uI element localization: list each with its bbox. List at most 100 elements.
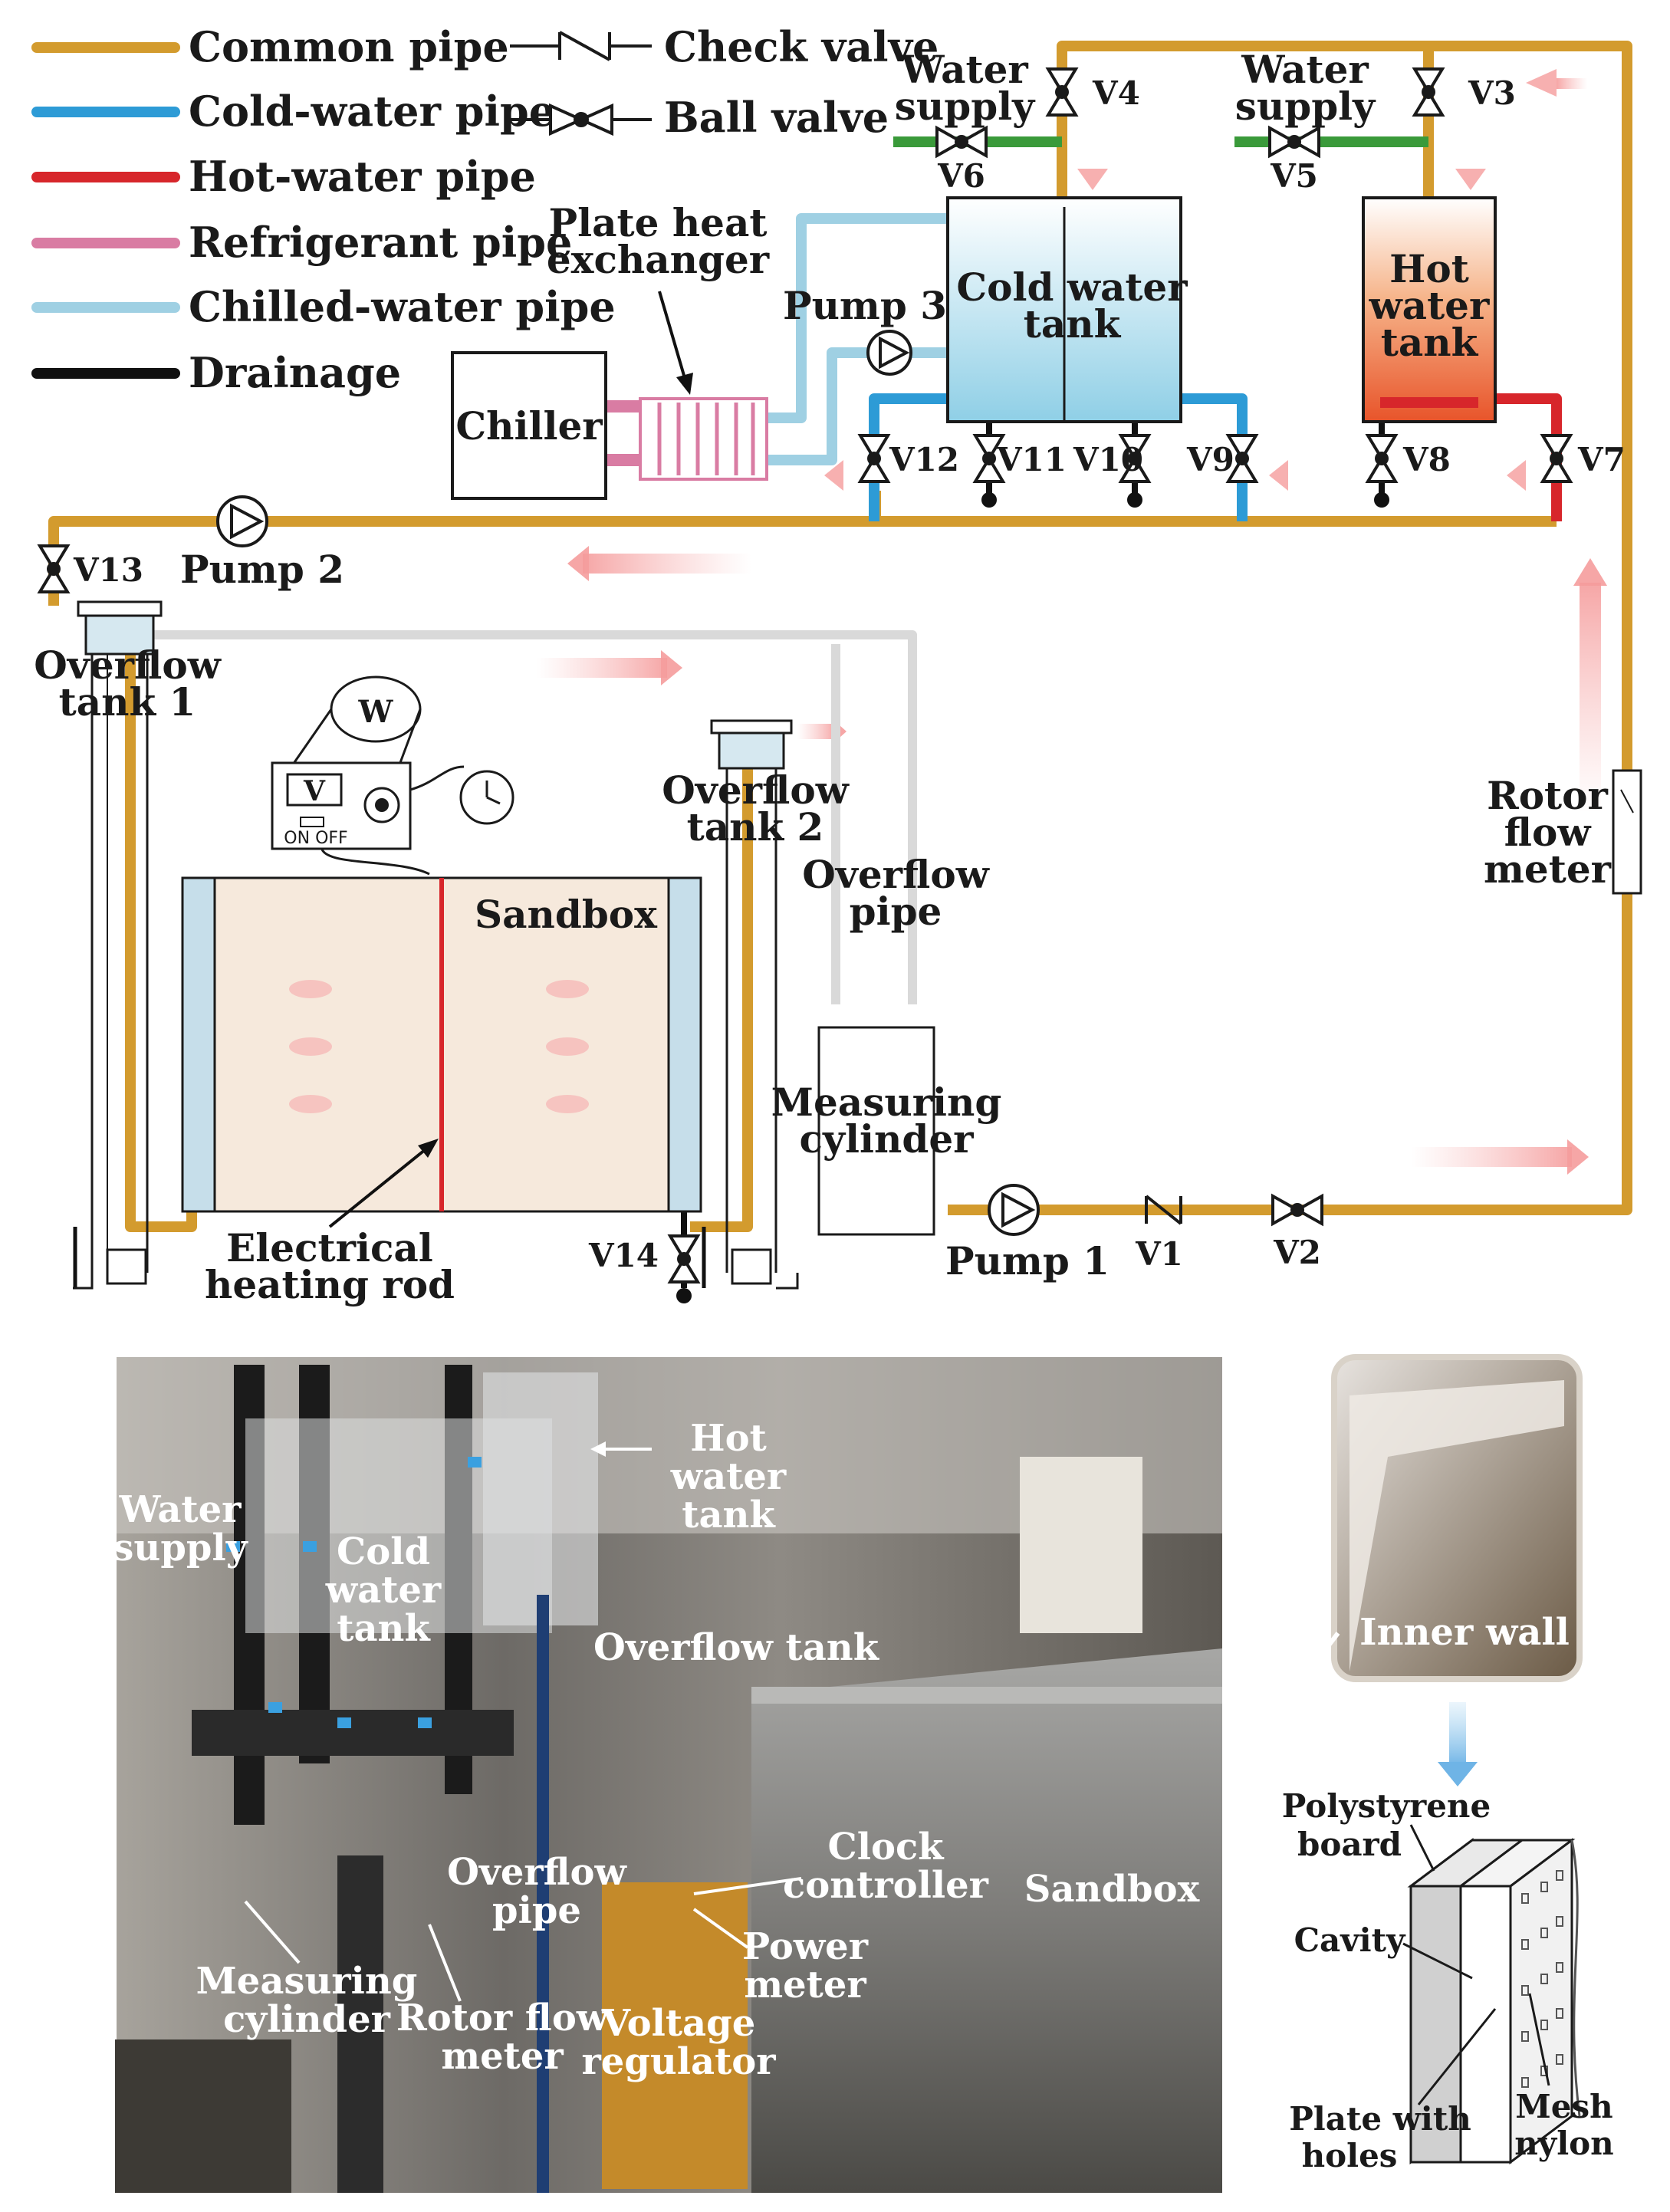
cold-tank-label-2: tank bbox=[1024, 301, 1122, 347]
plate-holes-label-2: holes bbox=[1302, 2137, 1398, 2174]
plate-holes-label-1: Plate with bbox=[1289, 2100, 1471, 2138]
ball-valve-v12-icon bbox=[857, 434, 891, 483]
overflow-pipe-label-2: pipe bbox=[850, 889, 942, 934]
photo-label-cold-tank-1: Cold bbox=[337, 1530, 430, 1573]
measuring-cylinder-label-2: cylinder bbox=[800, 1116, 975, 1162]
valve-v2-label: V2 bbox=[1273, 1234, 1321, 1271]
photo-hot-tank bbox=[483, 1372, 598, 1625]
photo-sandbox bbox=[751, 1648, 1222, 2193]
lab-photo: Water supply Hot water tank Cold water t… bbox=[113, 1357, 1222, 2193]
inner-wall-inset: Inner wall Polystyrene board Cavity Plat… bbox=[1225, 1354, 1614, 2174]
rotor-meter-label-2: flow bbox=[1504, 810, 1593, 855]
overflow-pipe-label-1: Overflow bbox=[802, 852, 990, 897]
pump1: Pump 1 bbox=[945, 1184, 1109, 1283]
valve-v9-label: V9 bbox=[1186, 441, 1234, 478]
overflow-pipe-line bbox=[146, 630, 917, 1004]
pump2: Pump 2 bbox=[180, 495, 344, 592]
valve-v7-label: V7 bbox=[1577, 441, 1626, 478]
photo-label-sandbox: Sandbox bbox=[1024, 1868, 1200, 1911]
pump1-label: Pump 1 bbox=[945, 1238, 1109, 1283]
flow-arrows bbox=[537, 69, 1607, 1175]
flow-arrow-down-icon bbox=[824, 460, 843, 491]
water-supply-1-label-2: supply bbox=[895, 84, 1036, 129]
legend-cold-label: Cold-water pipe bbox=[189, 87, 555, 136]
photo-label-overflow-pipe-2: pipe bbox=[492, 1889, 581, 1932]
photo-labels: Water supply Hot water tank Cold water t… bbox=[113, 1417, 1199, 2083]
hot-tank-label-2: water bbox=[1369, 283, 1490, 328]
photo-label-power-meter-2: meter bbox=[744, 1964, 866, 2007]
ball-valve-v2-icon bbox=[1271, 1193, 1323, 1227]
sandbox: Sandbox Electrical heating rod bbox=[181, 876, 702, 1307]
valve-v3-label: V3 bbox=[1468, 74, 1516, 112]
photo-label-voltage-2: regulator bbox=[581, 2040, 776, 2083]
photo-label-power-meter-1: Power bbox=[742, 1925, 869, 1968]
legend-drainage-label: Drainage bbox=[189, 348, 401, 397]
cold-tank-label-1: Cold water bbox=[956, 265, 1188, 310]
flow-arrow-down-icon bbox=[1269, 460, 1288, 491]
flow-arrow-overflow bbox=[537, 658, 667, 678]
ball-valve-icon bbox=[510, 103, 652, 136]
plate-heat-exchanger: Plate heat exchanger bbox=[547, 200, 770, 481]
ball-valve-v9-icon bbox=[1225, 434, 1259, 483]
water-supply-1-label-1: Water bbox=[900, 47, 1028, 92]
ball-valve-v7-icon bbox=[1540, 434, 1573, 483]
ball-valve-v6-icon bbox=[935, 125, 988, 159]
chiller: Chiller bbox=[451, 351, 607, 500]
photo-label-rotor-1: Rotor flow bbox=[396, 1997, 610, 2039]
valve-labels: V2 V3 V4 V5 V6 V7 V8 V9 V10 V11 V12 V13 … bbox=[73, 74, 1626, 1274]
photo-label-clock-2: controller bbox=[783, 1864, 989, 1907]
photo-wall-panel bbox=[1020, 1457, 1142, 1633]
refrigerant-pipe bbox=[606, 400, 640, 466]
legend-ball-valve-label: Ball valve bbox=[664, 93, 889, 142]
inner-wall-label: Inner wall bbox=[1359, 1611, 1570, 1654]
mesh-nylon-label-2: nylon bbox=[1514, 2125, 1613, 2162]
measuring-cylinder-label-1: Measuring bbox=[771, 1080, 1002, 1125]
ball-valve-v3-icon bbox=[1412, 67, 1445, 117]
valve-v4-label: V4 bbox=[1092, 74, 1140, 112]
legend-chilled-label: Chilled-water pipe bbox=[189, 282, 616, 331]
pump2-label: Pump 2 bbox=[180, 547, 344, 592]
hot-tank-label-3: tank bbox=[1381, 320, 1479, 365]
chilled-water-pipe-1 bbox=[767, 213, 948, 423]
pump3: Pump 3 bbox=[783, 283, 947, 376]
valve-v6-label: V6 bbox=[937, 157, 985, 195]
mesh-nylon-label-1: Mesh bbox=[1515, 2088, 1612, 2125]
photo-label-hot-tank-1: Hot bbox=[690, 1417, 767, 1460]
legend-common-label: Common pipe bbox=[189, 22, 509, 71]
valve-v14-label: V14 bbox=[588, 1237, 659, 1274]
photo-label-overflow-pipe-1: Overflow bbox=[447, 1851, 627, 1894]
rotor-meter-label-1: Rotor bbox=[1487, 773, 1608, 818]
photo-label-rotor-2: meter bbox=[441, 2035, 564, 2078]
photo-label-measuring-1: Measuring bbox=[196, 1960, 418, 2003]
photo-label-overflow-tank: Overflow tank bbox=[593, 1626, 880, 1669]
overflow-tank-2-label-2: tank 2 bbox=[687, 804, 824, 850]
down-arrow-icon bbox=[1449, 1702, 1466, 1763]
ball-valve-v4-icon bbox=[1045, 67, 1079, 117]
valve-v8-label: V8 bbox=[1402, 441, 1451, 478]
overflow-tank-2: Overflow tank 2 bbox=[662, 719, 850, 1290]
cavity bbox=[1459, 1885, 1512, 2164]
legend: Common pipe Cold-water pipe Hot-water pi… bbox=[31, 22, 939, 397]
overflow-tank-1-label-2: tank 1 bbox=[59, 679, 196, 725]
flow-arrow-down-icon bbox=[1077, 169, 1108, 190]
valve-v12-label: V12 bbox=[889, 441, 959, 478]
photo-label-water-supply-2: supply bbox=[113, 1527, 248, 1569]
valve-v1-label: V1 bbox=[1135, 1235, 1183, 1273]
flow-arrow-up bbox=[1580, 583, 1601, 813]
check-valve-icon bbox=[510, 31, 652, 61]
chiller-label: Chiller bbox=[455, 403, 603, 449]
water-supply-2-label-1: Water bbox=[1241, 47, 1369, 92]
drain-outlets bbox=[676, 492, 1389, 1303]
mesh-nylon bbox=[1570, 1839, 1581, 2117]
photo-label-voltage-1: Voltage bbox=[601, 2002, 755, 2045]
photo-label-water-supply-1: Water bbox=[119, 1488, 242, 1531]
legend-check-valve-label: Check valve bbox=[664, 22, 939, 71]
pump3-label: Pump 3 bbox=[783, 283, 947, 328]
polystyrene-label-2: board bbox=[1297, 1826, 1402, 1863]
rotor-meter-label-3: meter bbox=[1484, 846, 1612, 892]
pointer-arrow-icon bbox=[676, 373, 693, 395]
ball-valves bbox=[37, 67, 1573, 1283]
check-valve-v1 bbox=[1145, 1195, 1182, 1225]
photo-label-clock-1: Clock bbox=[828, 1826, 945, 1869]
